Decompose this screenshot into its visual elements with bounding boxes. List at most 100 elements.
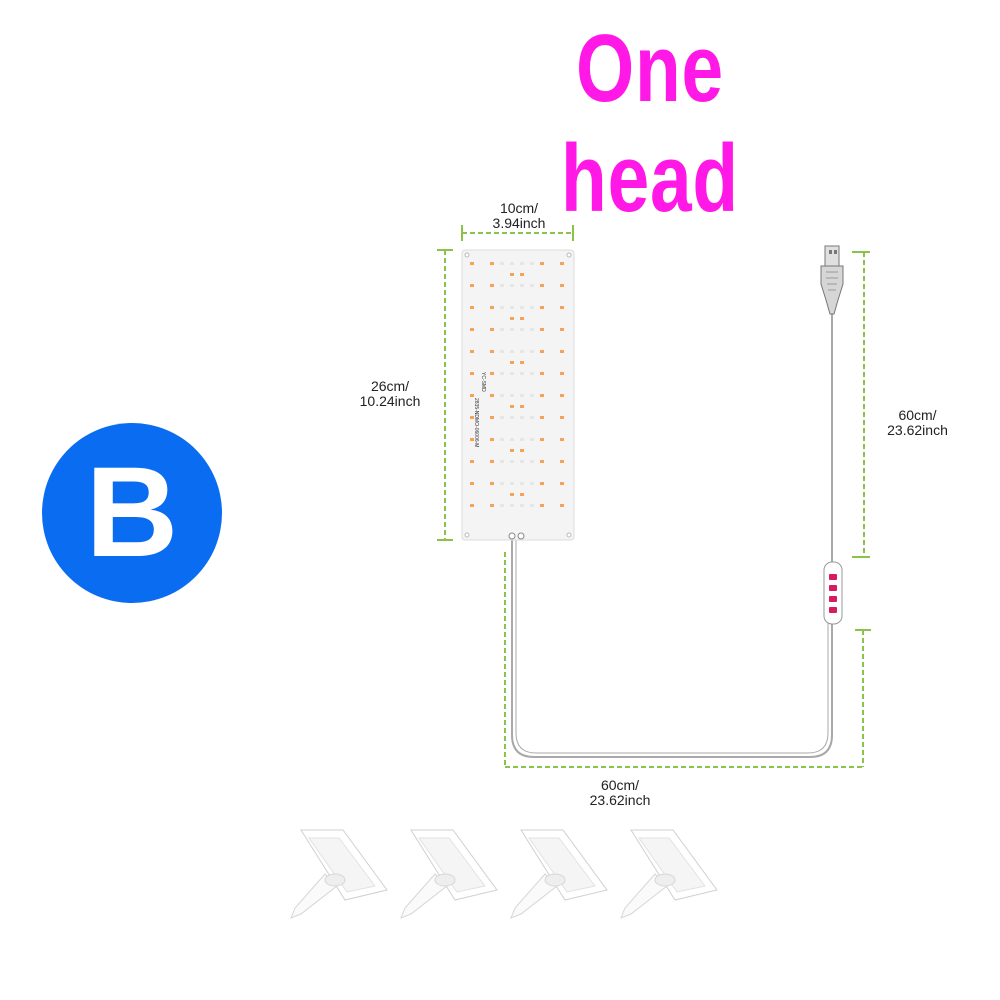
clip-base [654, 873, 676, 887]
led-orange [540, 482, 544, 485]
led-orange [540, 460, 544, 463]
led-orange [490, 460, 494, 463]
led-orange [560, 262, 564, 265]
led-orange [490, 284, 494, 287]
led-orange [470, 504, 474, 507]
led-white [520, 350, 524, 353]
panel-hole-br [566, 532, 572, 538]
usb-plug [820, 245, 844, 315]
bottom-length-label-inch: 23.62inch [589, 792, 651, 808]
led-white [510, 306, 514, 309]
panel-board [461, 249, 575, 541]
panel-height-label: 26cm/ 10.24inch [340, 379, 440, 409]
led-white [510, 460, 514, 463]
led-orange [560, 372, 564, 375]
usb-length-label: 60cm/ 23.62inch [870, 408, 965, 438]
led-white [520, 372, 524, 375]
led-orange [540, 284, 544, 287]
led-orange [510, 273, 514, 276]
led-white [530, 438, 534, 441]
led-white [520, 460, 524, 463]
led-white [520, 284, 524, 287]
variant-badge-letter: B [85, 441, 179, 584]
led-orange [470, 372, 474, 375]
led-white [530, 394, 534, 397]
led-orange [540, 306, 544, 309]
usb-tip-slot [829, 250, 832, 254]
led-orange [470, 350, 474, 353]
panel-hole-tl [464, 252, 470, 258]
dimension-lines [437, 225, 871, 768]
led-orange [470, 394, 474, 397]
led-white [500, 262, 504, 265]
led-orange [490, 306, 494, 309]
led-grid [470, 262, 564, 507]
led-white [510, 416, 514, 419]
led-white [530, 262, 534, 265]
led-white [510, 504, 514, 507]
led-white [520, 394, 524, 397]
led-white [500, 284, 504, 287]
led-orange [520, 361, 524, 364]
inline-controller [823, 561, 843, 625]
led-white [530, 504, 534, 507]
clip-base [324, 873, 346, 887]
mounting-clips [290, 829, 718, 919]
led-white [530, 350, 534, 353]
led-orange [520, 449, 524, 452]
led-orange [490, 504, 494, 507]
led-orange [470, 438, 474, 441]
led-orange [490, 372, 494, 375]
usb-tip-slot-2 [834, 250, 837, 254]
panel-print-line2: 2835-NDMO-06006-M [473, 398, 479, 447]
led-white [500, 350, 504, 353]
led-white [500, 306, 504, 309]
led-white [520, 504, 524, 507]
led-white [530, 284, 534, 287]
usb-length-label-cm: 60cm/ [898, 407, 937, 423]
led-orange [510, 493, 514, 496]
led-white [510, 438, 514, 441]
led-orange [540, 394, 544, 397]
led-white [500, 328, 504, 331]
led-white [530, 306, 534, 309]
led-orange [520, 317, 524, 320]
led-orange [540, 262, 544, 265]
led-panel: YC-SMD 2835-NDMO-06006-M [461, 249, 575, 541]
led-white [510, 284, 514, 287]
led-orange [510, 317, 514, 320]
panel-height-label-cm: 26cm/ [370, 378, 410, 394]
mounting-clip [510, 829, 608, 919]
led-white [510, 372, 514, 375]
led-orange [470, 306, 474, 309]
led-orange [560, 350, 564, 353]
controller-button [829, 585, 837, 591]
led-orange [540, 350, 544, 353]
led-orange [560, 482, 564, 485]
led-white [520, 306, 524, 309]
led-orange [560, 438, 564, 441]
led-orange [470, 416, 474, 419]
panel-width-label-inch: 3.94inch [492, 215, 546, 231]
panel-connector-left [508, 532, 516, 540]
panel-hole-tr [566, 252, 572, 258]
panel-cable-2 [515, 538, 829, 754]
led-white [530, 482, 534, 485]
controller-body [823, 561, 843, 625]
panel-connector-right [517, 532, 525, 540]
clip-base [434, 873, 456, 887]
mounting-clip [290, 829, 388, 919]
page-title: One head [561, 15, 739, 232]
led-white [520, 438, 524, 441]
led-orange [470, 328, 474, 331]
led-orange [540, 416, 544, 419]
mounting-clip [400, 829, 498, 919]
variant-badge: B [42, 423, 222, 603]
controller-button [829, 596, 837, 602]
led-orange [560, 284, 564, 287]
led-orange [520, 273, 524, 276]
usb-metal-tip [824, 245, 840, 267]
panel-hole-bl [464, 532, 470, 538]
led-orange [560, 460, 564, 463]
